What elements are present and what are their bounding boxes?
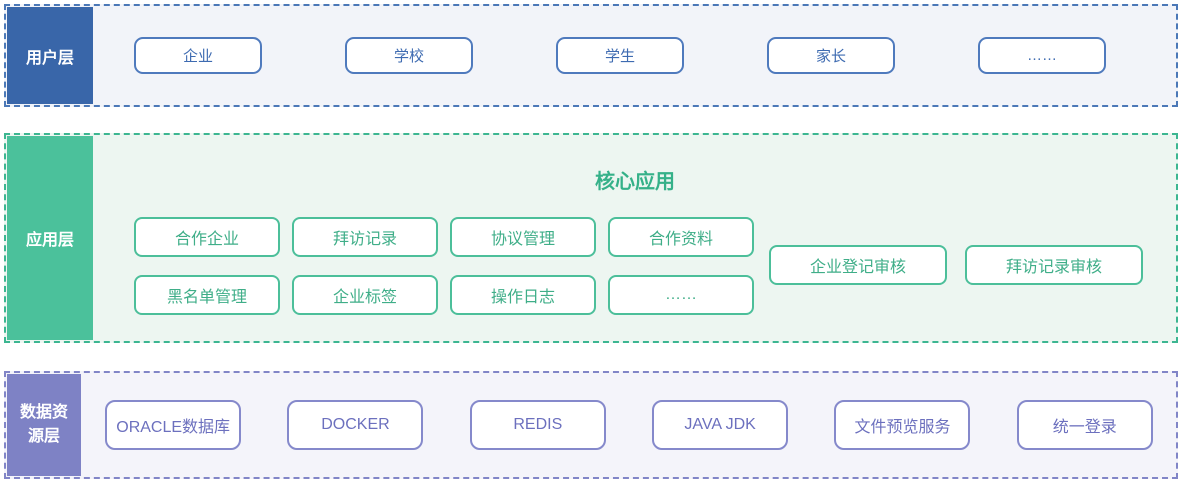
node-java-jdk: JAVA JDK bbox=[652, 400, 789, 450]
node-parent-label: 家长 bbox=[815, 48, 846, 65]
node-file-preview-service: 文件预览服务 bbox=[834, 400, 971, 450]
data-layer-label: 数据资源层 bbox=[19, 404, 68, 445]
node-school-label: 学校 bbox=[393, 48, 424, 65]
node-student-label: 学生 bbox=[604, 48, 635, 65]
user-layer-content: 企业 学校 学生 家长 …… bbox=[94, 6, 1176, 105]
node-company-tag: 企业标签 bbox=[292, 275, 438, 315]
node-enterprise-label: 企业 bbox=[182, 48, 213, 65]
node-visit-record-review-label: 拜访记录审核 bbox=[1005, 259, 1102, 276]
node-company-registration-review: 企业登记审核 bbox=[769, 245, 947, 285]
data-layer: 数据资源层 ORACLE数据库 DOCKER REDIS JAVA JDK 文件… bbox=[4, 371, 1178, 479]
user-layer-label-block: 用户层 bbox=[7, 7, 93, 104]
node-blacklist-management-label: 黑名单管理 bbox=[166, 289, 247, 306]
node-visit-record: 拜访记录 bbox=[292, 217, 438, 257]
node-cooperation-material-label: 合作资料 bbox=[648, 231, 713, 248]
node-redis-label: REDIS bbox=[513, 416, 563, 433]
user-layer: 用户层 企业 学校 学生 家长 …… bbox=[4, 4, 1178, 107]
node-company-tag-label: 企业标签 bbox=[332, 289, 397, 306]
node-oracle-database-label: ORACLE数据库 bbox=[116, 419, 231, 436]
node-user-ellipsis-label: …… bbox=[1027, 47, 1057, 64]
node-docker-label: DOCKER bbox=[321, 416, 390, 433]
node-unified-login: 统一登录 bbox=[1016, 400, 1153, 450]
node-school: 学校 bbox=[345, 37, 473, 74]
node-file-preview-service-label: 文件预览服务 bbox=[854, 419, 951, 436]
node-user-ellipsis: …… bbox=[978, 37, 1106, 74]
node-enterprise: 企业 bbox=[134, 37, 262, 74]
node-redis: REDIS bbox=[469, 400, 606, 450]
core-apps-title: 核心应用 bbox=[595, 171, 675, 193]
review-apps-group: 企业登记审核 拜访记录审核 bbox=[769, 245, 1143, 285]
node-student: 学生 bbox=[556, 37, 684, 74]
node-partner-company: 合作企业 bbox=[134, 217, 280, 257]
node-blacklist-management: 黑名单管理 bbox=[134, 275, 280, 315]
node-agreement-management: 协议管理 bbox=[450, 217, 596, 257]
app-layer: 应用层 核心应用 合作企业 拜访记录 协议管理 合作资料 黑名单管理 bbox=[4, 133, 1178, 343]
node-cooperation-material: 合作资料 bbox=[608, 217, 754, 257]
node-oracle-database: ORACLE数据库 bbox=[105, 400, 242, 450]
app-layer-label-block: 应用层 bbox=[7, 136, 93, 340]
node-unified-login-label: 统一登录 bbox=[1052, 419, 1117, 436]
node-visit-record-label: 拜访记录 bbox=[332, 231, 397, 248]
node-app-ellipsis-label: …… bbox=[665, 286, 697, 303]
data-layer-label-block: 数据资源层 bbox=[7, 374, 81, 476]
user-layer-label: 用户层 bbox=[25, 49, 74, 67]
app-layer-content: 核心应用 合作企业 拜访记录 协议管理 合作资料 黑名单管理 企业 bbox=[94, 135, 1176, 341]
node-java-jdk-label: JAVA JDK bbox=[684, 416, 756, 433]
node-agreement-management-label: 协议管理 bbox=[490, 231, 555, 248]
node-parent: 家长 bbox=[767, 37, 895, 74]
app-layer-label: 应用层 bbox=[25, 232, 74, 249]
node-operation-log: 操作日志 bbox=[450, 275, 596, 315]
node-company-registration-review-label: 企业登记审核 bbox=[809, 259, 906, 276]
node-visit-record-review: 拜访记录审核 bbox=[965, 245, 1143, 285]
node-app-ellipsis: …… bbox=[608, 275, 754, 315]
core-apps-grid: 合作企业 拜访记录 协议管理 合作资料 黑名单管理 企业标签 操 bbox=[134, 217, 754, 315]
node-operation-log-label: 操作日志 bbox=[490, 289, 555, 306]
node-partner-company-label: 合作企业 bbox=[174, 231, 239, 248]
node-docker: DOCKER bbox=[287, 400, 424, 450]
data-layer-content: ORACLE数据库 DOCKER REDIS JAVA JDK 文件预览服务 统… bbox=[82, 373, 1176, 477]
